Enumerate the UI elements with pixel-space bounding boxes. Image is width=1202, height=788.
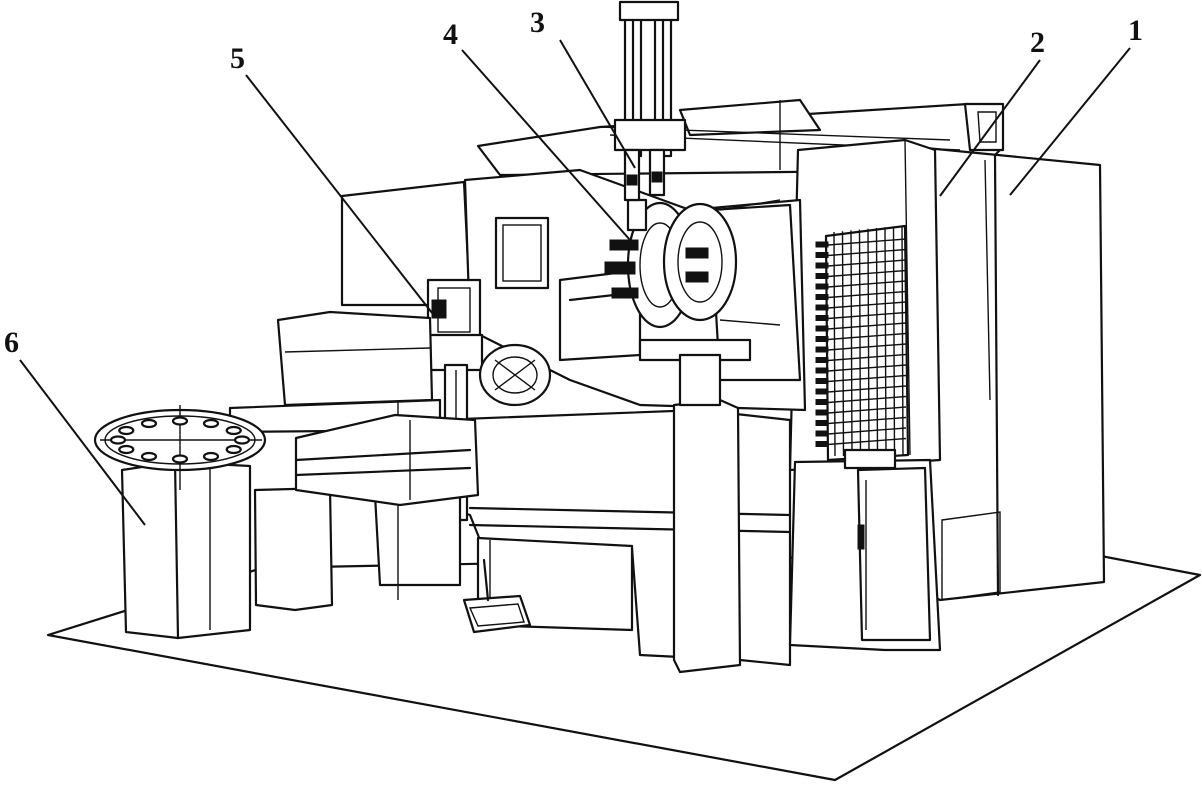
leader-4 <box>461 49 631 241</box>
leader-lines <box>19 39 1131 526</box>
callout-4: 4 <box>443 18 458 51</box>
tailstock-column <box>638 338 752 674</box>
parts-stand <box>93 405 267 640</box>
work-tray <box>294 413 480 507</box>
leader-6 <box>19 359 146 526</box>
callout-3: 3 <box>530 6 545 39</box>
coolant-unit <box>788 448 942 652</box>
tool-magazine <box>815 224 910 462</box>
callout-5: 5 <box>230 42 245 75</box>
leader-1 <box>1009 47 1131 196</box>
main-enclosure <box>893 143 1106 602</box>
foot-pedal <box>462 558 532 634</box>
leader-5 <box>245 74 437 319</box>
turret-tools <box>604 198 648 299</box>
callout-1: 1 <box>1128 14 1143 47</box>
callout-6: 6 <box>4 326 19 359</box>
chuck <box>662 199 781 326</box>
parts-tray-slots <box>109 416 251 464</box>
gantry-loader <box>613 0 687 202</box>
handwheel <box>478 343 552 407</box>
callout-2: 2 <box>1030 26 1045 59</box>
leader-2 <box>939 59 1041 197</box>
leader-3 <box>559 39 636 169</box>
